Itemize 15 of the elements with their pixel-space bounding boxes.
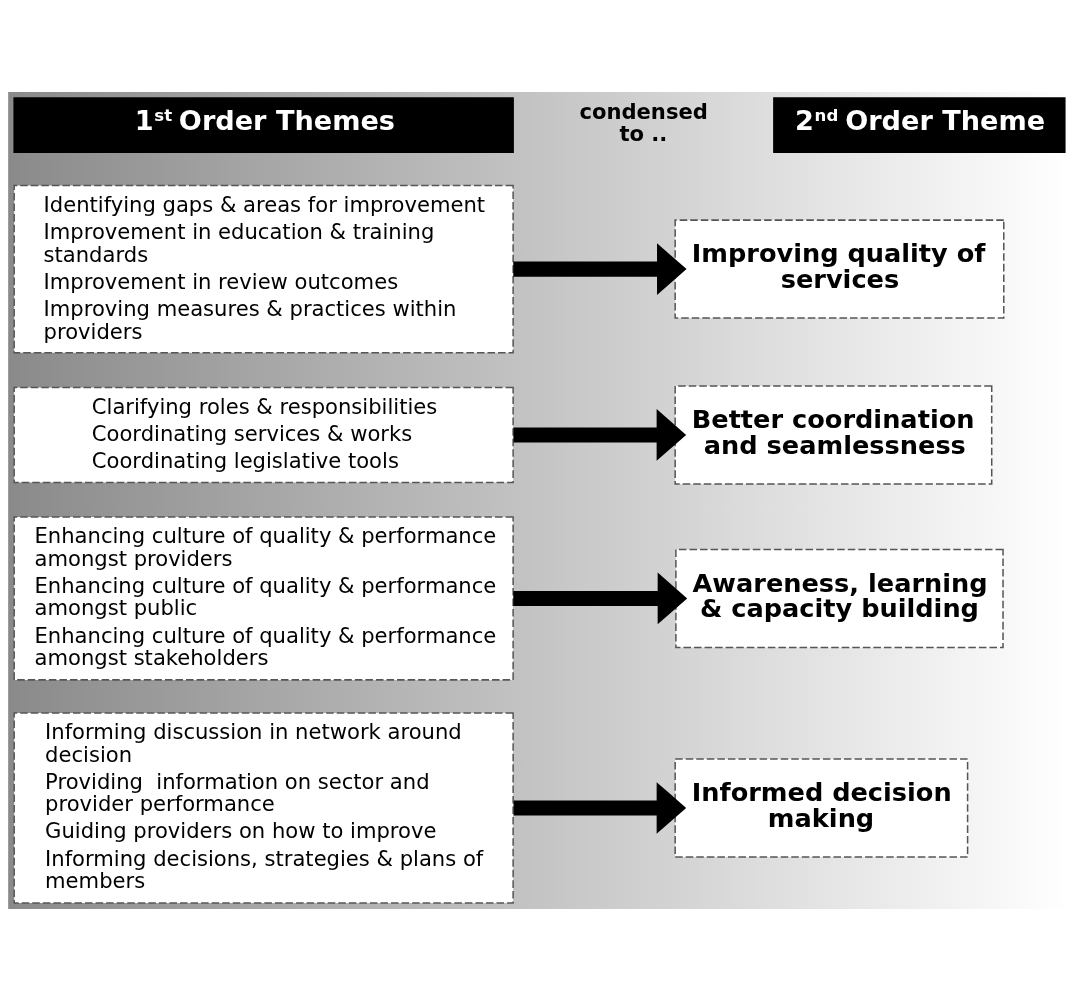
arrow	[513, 572, 688, 624]
node-box: Identifying gaps & areas for improvement Improvement in education & training standards Improvement in review outcomes Improving measures & practices within providers	[13, 184, 514, 354]
node-box: Informed decision making	[674, 757, 969, 858]
node-box: Awareness, learning & capacity building	[675, 548, 1004, 648]
node-box: Better coordination and seamlessness	[674, 384, 993, 485]
node-box: Improving quality of services	[674, 218, 1005, 319]
node-box: Informing discussion in network around decision Providing information on sector and provider performance Guiding providers on how to improve Informing decisions, strategies & plans of members	[13, 711, 514, 904]
arrow	[513, 242, 687, 295]
arrow	[513, 781, 687, 834]
node-box: Enhancing culture of quality & performance amongst providers Enhancing culture of quality & performance amongst public Enhancing culture of quality & performance amongst stakeholders	[13, 515, 514, 681]
label: condensed to ..	[579, 98, 708, 146]
arrow	[513, 408, 687, 461]
node-box: 1$^{st}$ Order Themes	[13, 96, 514, 153]
node-box: Clarifying roles & responsibilities Coordinating services & works Coordinating legislative tools	[13, 386, 514, 483]
node-box: 2$^{nd}$ Order Theme	[773, 96, 1066, 153]
